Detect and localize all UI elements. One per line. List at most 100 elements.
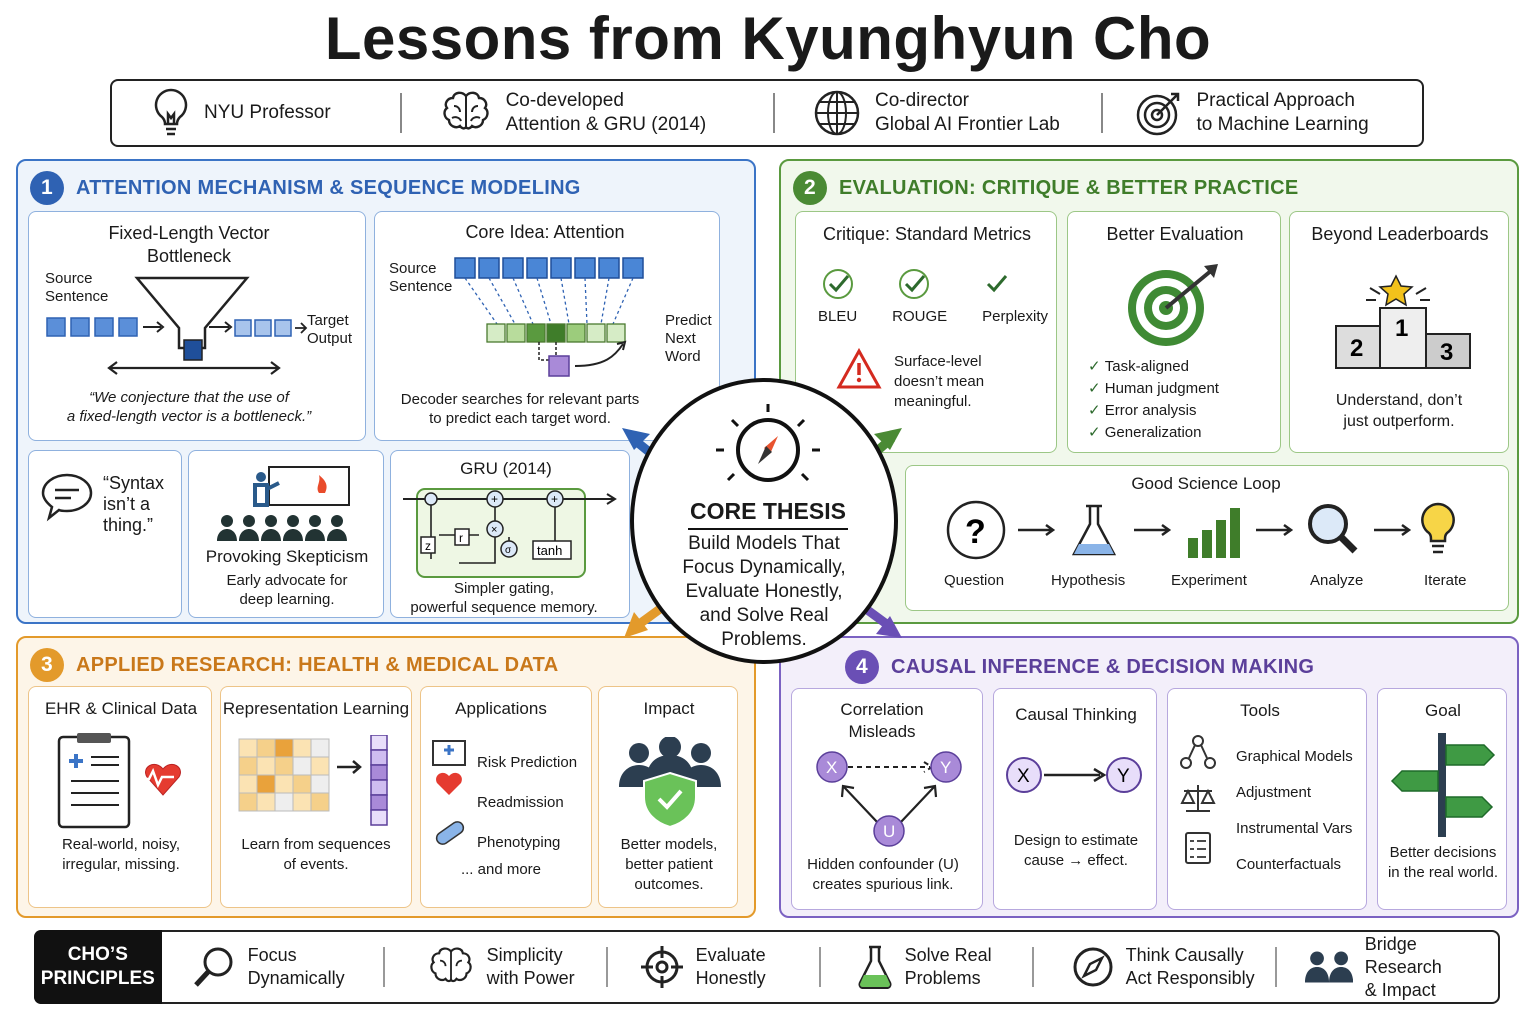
goal-l2: in the real world. <box>1387 864 1499 881</box>
podium-third: 3 <box>1440 339 1453 366</box>
compass-icon <box>1073 947 1113 987</box>
principle-l2: & Impact <box>1364 979 1436 1000</box>
representation-card: Representation Learning Learn from seque… <box>220 686 412 908</box>
hospital-icon <box>432 740 466 766</box>
core-l1: Build Models That <box>688 533 840 554</box>
podium-second: 2 <box>1350 335 1363 362</box>
panel-number: 1 <box>30 171 64 205</box>
impact-l3: outcomes. <box>634 876 704 893</box>
corr-title-l2: Misleads <box>848 722 916 741</box>
applications-icons <box>432 740 466 845</box>
bottleneck-title-l1: Fixed-Length Vector <box>108 223 270 243</box>
svg-text:σ: σ <box>505 545 512 556</box>
core-thesis-body: Build Models That Focus Dynamically, Eva… <box>634 532 894 652</box>
leaderboard-caption: Understand, don’t just outperform. <box>1290 390 1508 432</box>
impact-l1: Better models, <box>620 836 718 853</box>
profile-nyu-l1: NYU Professor <box>204 102 331 123</box>
graph-icon <box>1180 735 1216 769</box>
repr-l1: Learn from sequences <box>241 836 391 853</box>
syntax-card: “Syntax isn’t a thing.” <box>28 450 182 618</box>
principles-label-l1: CHO’S <box>67 944 128 965</box>
warn-l3: meaningful. <box>894 393 972 410</box>
principle-l1: Solve Real <box>904 945 992 965</box>
predict-l3: Word <box>665 348 701 365</box>
panel-evaluation-title: EVALUATION: CRITIQUE & BETTER PRACTICE <box>839 176 1299 199</box>
impact-caption: Better models, better patient outcomes. <box>599 835 739 895</box>
tool-adjustment: Adjustment <box>1236 784 1312 801</box>
principle-l1: Bridge Research <box>1364 933 1442 977</box>
profile-bar: NYU Professor Co-developed Attention & G… <box>110 79 1424 147</box>
leaderboard-card: Beyond Leaderboards 2 1 3 Understand, do… <box>1289 211 1509 453</box>
tools-card: Tools Graphical Models Adjustment Instru… <box>1167 688 1367 910</box>
core-thesis-title: CORE THESIS <box>688 498 848 530</box>
panel-number: 4 <box>845 650 879 684</box>
confounder-diagram: X Y U <box>816 751 962 847</box>
leader-l1: Understand, don’t <box>1335 392 1463 409</box>
goal-caption: Better decisions in the real world. <box>1378 843 1508 883</box>
skepticism-l1: Early advocate for <box>226 572 348 589</box>
community-shield-icon <box>619 737 721 829</box>
syntax-l2: isn’t a <box>103 494 151 514</box>
tool-instrumental-vars: Instrumental Vars <box>1236 820 1353 837</box>
gru-r-gate: r <box>459 531 463 545</box>
better-eval-title: Better Evaluation <box>1106 224 1244 244</box>
principle-l2: Dynamically <box>247 968 345 988</box>
representation-caption: Learn from sequences of events. <box>221 835 411 875</box>
ehr-title: EHR & Clinical Data <box>44 699 198 718</box>
better-item: ✓ Human judgment <box>1088 380 1219 397</box>
gru-tanh: tanh <box>537 543 562 558</box>
better-item-text: Generalization <box>1104 424 1202 441</box>
tools-icons <box>1180 735 1216 864</box>
bottleneck-source-label: Source Sentence <box>45 270 108 306</box>
panel-attention: 1 ATTENTION MECHANISM & SEQUENCE MODELIN… <box>16 159 756 624</box>
correlation-card: Correlation Misleads X Y U Hidden confou… <box>791 688 983 910</box>
svg-text:×: × <box>491 524 497 536</box>
divider <box>1100 93 1103 133</box>
causal-thinking-card: Causal Thinking X Y Design to estimate c… <box>993 688 1157 910</box>
clipboard-icon <box>57 733 181 829</box>
divider <box>1032 947 1034 987</box>
podium-icon: 2 1 3 <box>1335 274 1471 369</box>
panel-causal: 4 CAUSAL INFERENCE & DECISION MAKING Cor… <box>779 636 1519 918</box>
metric-labels: BLEU ROUGE Perplexity <box>818 308 1048 325</box>
gru-caption: Simpler gating, powerful sequence memory… <box>391 579 617 617</box>
loop-step-experiment: Experiment <box>1171 572 1247 589</box>
att-source-l2: Sentence <box>389 278 453 295</box>
principles-label-l2: PRINCIPLES <box>40 968 155 989</box>
presentation-icon <box>217 466 350 541</box>
app-readmission: Readmission <box>477 794 564 811</box>
svg-text:+: + <box>491 492 498 506</box>
target-l1: Target <box>307 312 349 329</box>
divider <box>773 93 775 133</box>
attention-source-label: Source Sentence <box>389 260 452 296</box>
att-source-l1: Source <box>389 260 437 277</box>
science-loop-icons: ? <box>946 500 1455 560</box>
panel-evaluation: 2 EVALUATION: CRITIQUE & BETTER PRACTICE… <box>779 159 1519 624</box>
bottleneck-title-l2: Bottleneck <box>146 246 232 266</box>
better-eval-card: Better Evaluation ✓ Task-aligned ✓ Human… <box>1067 211 1281 453</box>
quote-l1: “We conjecture that the use of <box>89 389 289 406</box>
magnifier-icon <box>193 947 233 987</box>
tool-counterfactuals: Counterfactuals <box>1236 856 1342 873</box>
tool-graphical-models: Graphical Models <box>1236 748 1353 765</box>
panel-health-header: 3 APPLIED RESEARCH: HEALTH & MEDICAL DAT… <box>30 648 558 682</box>
quote-l2: a fixed-length vector is a bottleneck.” <box>66 408 312 425</box>
bottleneck-title: Fixed-Length Vector Bottleneck <box>29 222 349 268</box>
bottleneck-quote: “We conjecture that the use of a fixed-l… <box>29 388 349 426</box>
attention-diagram <box>454 257 644 377</box>
attention-caption: Decoder searches for relevant parts to p… <box>375 390 665 428</box>
principle-l1: Think Causally <box>1125 945 1244 965</box>
bottleneck-target-label: Target Output <box>307 312 352 348</box>
divider <box>1275 947 1277 987</box>
causal-l1: Design to estimate <box>1013 832 1139 849</box>
question-mark: ? <box>965 513 986 551</box>
speech-bubble-icon <box>41 473 93 522</box>
panel-causal-header: 4 CAUSAL INFERENCE & DECISION MAKING <box>845 650 1314 684</box>
corr-l1: Hidden confounder (U) <box>807 856 959 873</box>
bottleneck-diagram <box>46 276 308 375</box>
node-u: U <box>883 822 895 841</box>
lightbulb-icon <box>154 88 188 136</box>
skepticism-caption: Early advocate for deep learning. <box>189 571 385 609</box>
